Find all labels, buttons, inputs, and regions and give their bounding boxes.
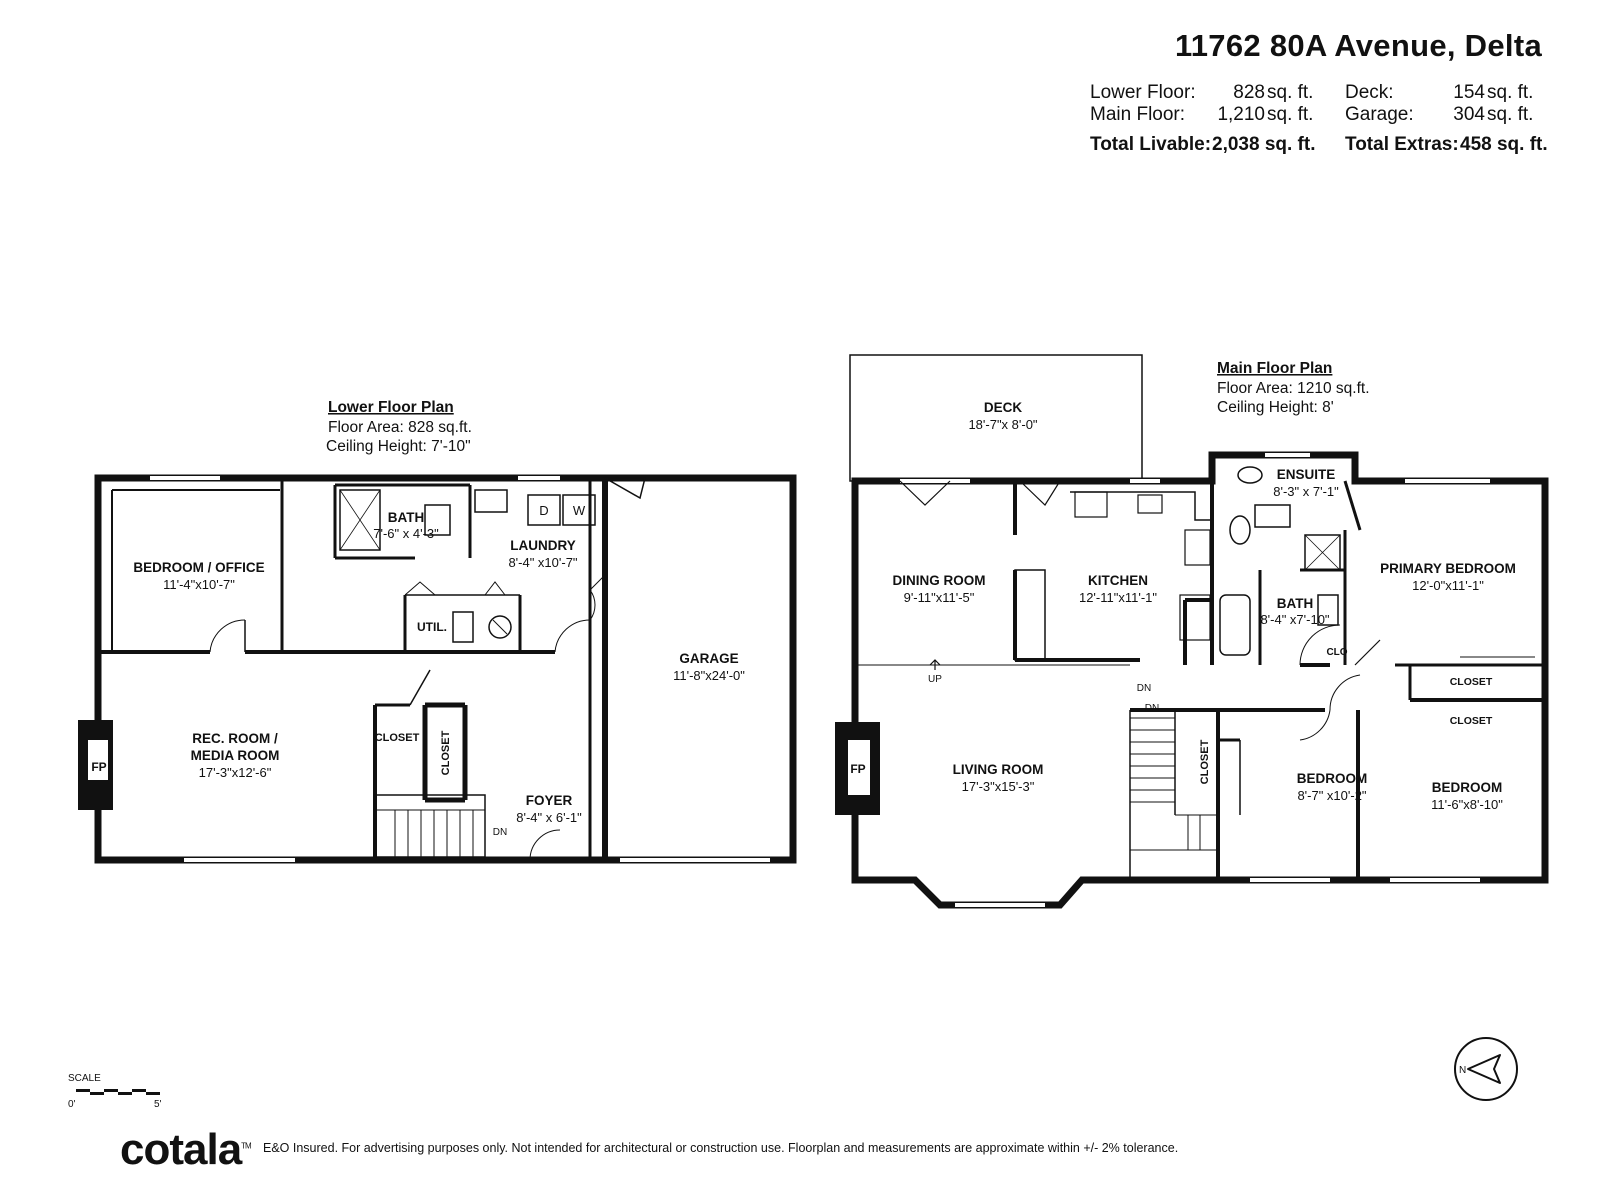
room-main-bath: BATH — [1277, 596, 1314, 611]
room-lower-bath: BATH — [388, 510, 425, 525]
scale-start: 0' — [68, 1099, 76, 1110]
lower-floor-area: Floor Area: 828 sq.ft. — [328, 419, 472, 436]
page-title: 11762 80A Avenue, Delta — [1174, 28, 1542, 63]
room-laundry-dim: 8'-4" x10'-7" — [508, 555, 577, 570]
room-garage: GARAGE — [679, 651, 738, 666]
room-bedroom-office-dim: 11'-4"x10'-7" — [163, 577, 235, 592]
lower-ceiling-height: Ceiling Height: 7'-10" — [326, 438, 471, 455]
main-ceiling-height: Ceiling Height: 8' — [1217, 399, 1334, 416]
scale-end: 5' — [154, 1099, 162, 1110]
main-floor-value: 1,210 — [1217, 104, 1265, 125]
room-main-bath-dim: 8'-4" x7'-10" — [1260, 612, 1329, 627]
main-floor-plan — [835, 354, 1549, 909]
scale-graphic — [76, 1089, 160, 1095]
room-rec-room: REC. ROOM / — [192, 731, 278, 746]
room-lower-closet-b: CLOSET — [440, 730, 452, 775]
garage-value: 304 — [1453, 104, 1485, 125]
room-bedroom-2: BEDROOM — [1432, 780, 1503, 795]
main-plan-labels: Main Floor Plan Floor Area: 1210 sq.ft. … — [850, 360, 1516, 812]
room-deck: DECK — [984, 400, 1023, 415]
total-livable-value: 2,038 sq. ft. — [1212, 134, 1316, 155]
room-bedroom-2-dim: 11'-6"x8'-10" — [1431, 797, 1503, 812]
lower-plan-heading: Lower Floor Plan — [328, 399, 454, 416]
room-rec-room-dim: 17'-3"x12'-6" — [199, 765, 272, 780]
room-lower-bath-dim: 7'-6" x 4'-3" — [373, 526, 439, 541]
room-bedroom-1: BEDROOM — [1297, 771, 1368, 786]
lower-floor-label: Lower Floor: — [1090, 82, 1196, 103]
garage-unit: sq. ft. — [1487, 104, 1534, 125]
main-floor-area: Floor Area: 1210 sq.ft. — [1217, 380, 1370, 397]
lower-floor-value: 828 — [1233, 82, 1265, 103]
room-primary-bedroom-dim: 12'-0"x11'-1" — [1412, 578, 1484, 593]
room-ensuite: ENSUITE — [1277, 467, 1336, 482]
washer-label: W — [573, 503, 586, 518]
room-deck-dim: 18'-7"x 8'-0" — [968, 417, 1037, 432]
room-laundry: LAUNDRY — [510, 538, 576, 553]
lower-fp-label: FP — [91, 760, 106, 774]
room-dining: DINING ROOM — [893, 573, 986, 588]
room-living: LIVING ROOM — [953, 762, 1044, 777]
room-main-closet-c: CLOSET — [1199, 739, 1211, 784]
lower-plan-labels: Lower Floor Plan Floor Area: 828 sq.ft. … — [91, 399, 745, 838]
room-util: UTIL. — [417, 620, 447, 634]
room-main-closet-b: CLOSET — [1450, 715, 1493, 727]
room-foyer: FOYER — [526, 793, 573, 808]
main-dn-label-2: DN — [1145, 703, 1159, 714]
deck-unit: sq. ft. — [1487, 82, 1534, 103]
main-dn-label-1: DN — [1137, 683, 1151, 694]
compass-letter: N — [1459, 1065, 1466, 1076]
deck-value: 154 — [1453, 82, 1485, 103]
room-garage-dim: 11'-8"x24'-0" — [673, 668, 745, 683]
cotala-logo: cotalaTM — [120, 1125, 252, 1175]
room-lower-closet-a: CLOSET — [375, 732, 420, 744]
room-bedroom-1-dim: 8'-7" x10'-2" — [1297, 788, 1366, 803]
north-arrow-icon: N — [1454, 1037, 1518, 1101]
room-bedroom-office: BEDROOM / OFFICE — [133, 560, 264, 575]
room-media-room: MEDIA ROOM — [191, 748, 280, 763]
room-dining-dim: 9'-11"x11'-5" — [904, 590, 975, 605]
total-extras-label: Total Extras: — [1345, 134, 1459, 155]
main-plan-heading: Main Floor Plan — [1217, 360, 1332, 377]
room-kitchen-dim: 12'-11"x11'-1" — [1079, 590, 1157, 605]
scale-bar: SCALE 0' 5' — [68, 1073, 168, 1113]
main-up-label: UP — [928, 674, 942, 685]
disclaimer: E&O Insured. For advertising purposes on… — [263, 1141, 1179, 1155]
room-main-closet-a: CLOSET — [1450, 676, 1493, 688]
room-kitchen: KITCHEN — [1088, 573, 1148, 588]
room-ensuite-dim: 8'-3" x 7'-1" — [1273, 484, 1339, 499]
main-floor-label: Main Floor: — [1090, 104, 1186, 125]
logo-tm: TM — [241, 1141, 252, 1151]
total-extras-value: 458 sq. ft. — [1460, 134, 1548, 155]
room-clo: CLO — [1326, 647, 1347, 658]
room-living-dim: 17'-3"x15'-3" — [962, 779, 1035, 794]
garage-label: Garage: — [1345, 104, 1414, 125]
deck-label: Deck: — [1345, 82, 1394, 103]
scale-label: SCALE — [68, 1073, 101, 1084]
room-primary-bedroom: PRIMARY BEDROOM — [1380, 561, 1516, 576]
total-livable-label: Total Livable: — [1090, 134, 1212, 155]
lower-dn-label: DN — [493, 827, 507, 838]
room-foyer-dim: 8'-4" x 6'-1" — [516, 810, 582, 825]
dryer-label: D — [539, 503, 548, 518]
lower-floor-plan — [78, 474, 797, 864]
main-fp-label: FP — [850, 762, 865, 776]
main-outer-wall — [851, 451, 1549, 909]
logo-text: cotala — [120, 1125, 242, 1174]
